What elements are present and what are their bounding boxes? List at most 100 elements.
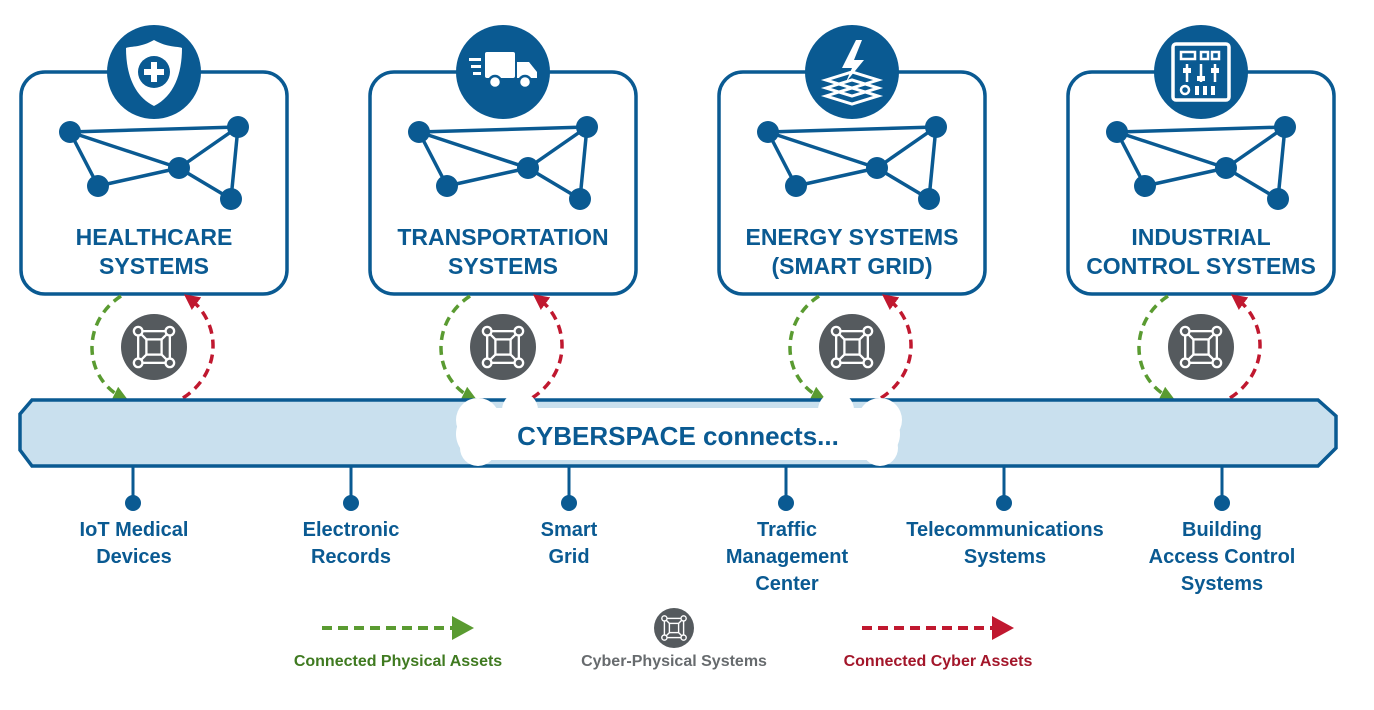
connection-drop-node — [343, 495, 359, 511]
cyberspace-cloud — [456, 392, 902, 466]
cps-icon-core — [494, 338, 512, 356]
physical-asset-arrow-transportation — [439, 294, 478, 401]
network-edge — [767, 130, 878, 170]
cps-icon-frame — [137, 330, 171, 364]
cloud-puff — [818, 392, 854, 428]
cyberspace-label: CYBERSPACE connects... — [517, 421, 839, 451]
connection-drop-node — [996, 495, 1012, 511]
speed-line — [473, 72, 481, 75]
network-edge — [927, 126, 938, 200]
panel-display — [1179, 50, 1197, 61]
control-panel-icon — [1154, 25, 1248, 119]
cps-icon-disc — [1168, 314, 1234, 380]
network-node — [1215, 157, 1237, 179]
cps-icon-node — [680, 634, 687, 641]
cps-icon-node — [1211, 325, 1223, 337]
cps-icon-disc — [819, 314, 885, 380]
legend-cyber-arrowhead — [992, 616, 1014, 640]
bolt-shape — [842, 40, 864, 82]
truck-cab — [517, 62, 537, 78]
layer-plate — [820, 78, 884, 98]
network-edge — [229, 126, 240, 200]
network-node — [1134, 175, 1156, 197]
panel-bar — [1203, 86, 1207, 95]
network-edge — [69, 125, 239, 134]
network-edge — [97, 166, 180, 188]
panel-button — [1210, 50, 1221, 61]
connection-drop-node — [125, 495, 141, 511]
legend-label-cps: Cyber-Physical Systems — [581, 653, 767, 670]
network-edge — [795, 166, 878, 188]
network-node — [925, 116, 947, 138]
network-edge — [1116, 130, 1227, 170]
cps-icon-node — [164, 357, 176, 369]
connection-drop-node — [778, 495, 794, 511]
power-bolt-icon — [805, 25, 899, 119]
network-node — [569, 188, 591, 210]
layer-plate — [820, 86, 884, 106]
medical-shield-icon — [107, 25, 201, 119]
cps-icon-node — [1211, 357, 1223, 369]
cps-icon-frame — [486, 330, 520, 364]
cps-icon-node — [164, 325, 176, 337]
cps-icon-transportation — [470, 314, 536, 380]
network-node — [59, 121, 81, 143]
network-node — [1267, 188, 1289, 210]
network-node — [408, 121, 430, 143]
panel-bar — [1195, 86, 1199, 95]
network-edge — [1116, 125, 1286, 134]
cyber-asset-arrow-healthcare — [182, 294, 215, 400]
cloud-puff — [460, 430, 496, 466]
cloud-puff — [502, 392, 538, 428]
truck-wheel — [517, 74, 533, 90]
cyber-asset-arrow-energy — [880, 294, 913, 400]
cps-icon-disc — [654, 608, 694, 648]
network-edge — [1276, 126, 1287, 200]
network-node — [220, 188, 242, 210]
cps-icon-node — [830, 357, 842, 369]
network-edge — [527, 125, 588, 170]
cloud-puff — [456, 398, 500, 442]
panel-slider-knob — [1197, 76, 1205, 81]
speed-line — [471, 65, 481, 68]
cps-icon-frame — [1184, 330, 1218, 364]
panel-slider-knob — [1183, 68, 1191, 73]
network-edge — [1144, 166, 1227, 188]
cps-icon-node — [661, 615, 668, 622]
cps-icon-node — [481, 357, 493, 369]
cps-icon-node — [830, 325, 842, 337]
connection-drop-node — [561, 495, 577, 511]
cyber-asset-arrow-transportation — [531, 294, 564, 400]
cps-icon-node — [862, 325, 874, 337]
panel-bar — [1211, 86, 1215, 95]
cross-horizontal — [144, 69, 164, 75]
cps-icon-core — [1192, 338, 1210, 356]
network-node — [785, 175, 807, 197]
cps-icon-node — [513, 357, 525, 369]
cloud-puff — [858, 398, 902, 442]
cps-icon-frame — [663, 617, 685, 639]
cps-icon-industrial — [1168, 314, 1234, 380]
panel-frame — [1171, 42, 1231, 102]
network-edge — [178, 125, 239, 170]
network-edge — [1225, 125, 1286, 170]
legend-label-cyber: Connected Cyber Assets — [843, 653, 1033, 670]
network-edge — [446, 166, 529, 188]
network-node — [866, 157, 888, 179]
network-edge — [418, 130, 529, 170]
cps-icon-node — [862, 357, 874, 369]
physical-asset-arrow-industrial — [1137, 294, 1176, 401]
cps-icon-disc — [470, 314, 536, 380]
cps-icon-node — [661, 634, 668, 641]
cps-icon-node — [132, 325, 144, 337]
cps-icon-core — [145, 338, 163, 356]
layer-plate — [820, 70, 884, 90]
network-node — [918, 188, 940, 210]
physical-asset-arrow-healthcare — [90, 294, 129, 401]
